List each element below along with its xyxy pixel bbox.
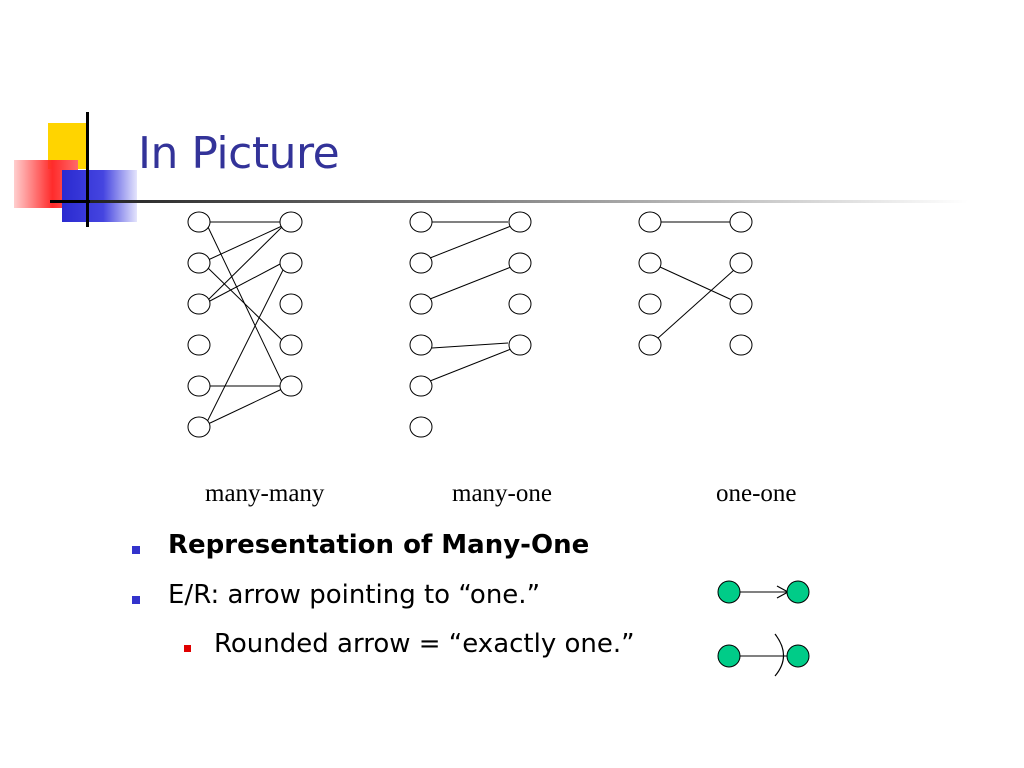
- rounded-arrowhead-icon: [774, 633, 785, 677]
- rounded-arrow-notation: [717, 633, 810, 677]
- entity-node: [717, 644, 741, 668]
- edge: [207, 388, 283, 425]
- entity-node: [508, 334, 532, 356]
- entity-node: [187, 293, 211, 315]
- bullet-text: Representation of Many-One: [168, 530, 590, 560]
- entity-node: [409, 416, 433, 438]
- edge: [207, 262, 283, 303]
- er-arrow-notation: [717, 580, 810, 604]
- many-many-right-nodes: [279, 211, 303, 397]
- entity-node: [409, 293, 433, 315]
- entity-node: [187, 252, 211, 274]
- entity-node: [409, 375, 433, 397]
- one-one-right-nodes: [729, 211, 753, 356]
- logo-vertical-bar: [86, 112, 89, 227]
- bullet-marker: [132, 546, 140, 554]
- bullet-text: E/R: arrow pointing to “one.”: [168, 580, 541, 610]
- one-one-edges: [656, 221, 735, 340]
- caption-many-one: many-one: [452, 480, 552, 507]
- entity-node: [729, 334, 753, 356]
- sub-bullet-text: Rounded arrow = “exactly one.”: [214, 629, 635, 659]
- one-one-diagram: [638, 211, 753, 356]
- caption-many-many: many-many: [205, 480, 325, 507]
- entity-node: [508, 293, 532, 315]
- entity-node: [187, 375, 211, 397]
- many-many-diagram: [187, 211, 303, 438]
- entity-node: [279, 293, 303, 315]
- logo-horizontal-bar: [50, 200, 90, 203]
- edge: [659, 266, 733, 301]
- entity-node: [187, 211, 211, 233]
- entity-node: [279, 211, 303, 233]
- edge: [429, 225, 512, 259]
- edge: [206, 267, 285, 423]
- caption-one-one: one-one: [716, 480, 797, 507]
- slide-title: In Picture: [138, 128, 340, 179]
- entity-node: [279, 375, 303, 397]
- entity-node: [729, 252, 753, 274]
- entity-node: [729, 293, 753, 315]
- bullet-marker: [132, 596, 140, 604]
- one-one-left-nodes: [638, 211, 662, 356]
- many-one-right-nodes: [508, 211, 532, 356]
- many-one-diagram: [409, 211, 532, 438]
- edge: [207, 225, 283, 261]
- entity-node: [638, 252, 662, 274]
- many-many-left-nodes: [187, 211, 211, 438]
- entity-node: [409, 211, 433, 233]
- entity-node: [409, 334, 433, 356]
- edge: [207, 267, 283, 341]
- many-one-edges: [429, 221, 512, 382]
- entity-node: [786, 644, 810, 668]
- edge: [431, 342, 509, 349]
- many-one-left-nodes: [409, 211, 433, 438]
- title-underline: [88, 200, 968, 203]
- entity-node: [508, 211, 532, 233]
- edge: [207, 226, 283, 301]
- entity-node: [638, 334, 662, 356]
- entity-node: [409, 252, 433, 274]
- logo-blue-square: [62, 170, 137, 222]
- entity-node: [279, 334, 303, 356]
- entity-node: [638, 293, 662, 315]
- sub-bullet-marker: [184, 645, 191, 652]
- entity-node: [508, 252, 532, 274]
- entity-node: [717, 580, 741, 604]
- many-many-edges: [206, 221, 285, 425]
- entity-node: [279, 252, 303, 274]
- entity-node: [187, 334, 211, 356]
- edge: [429, 266, 512, 300]
- entity-node: [786, 580, 810, 604]
- entity-node: [729, 211, 753, 233]
- entity-node: [638, 211, 662, 233]
- edge: [656, 269, 735, 340]
- edge: [429, 348, 512, 382]
- entity-node: [187, 416, 211, 438]
